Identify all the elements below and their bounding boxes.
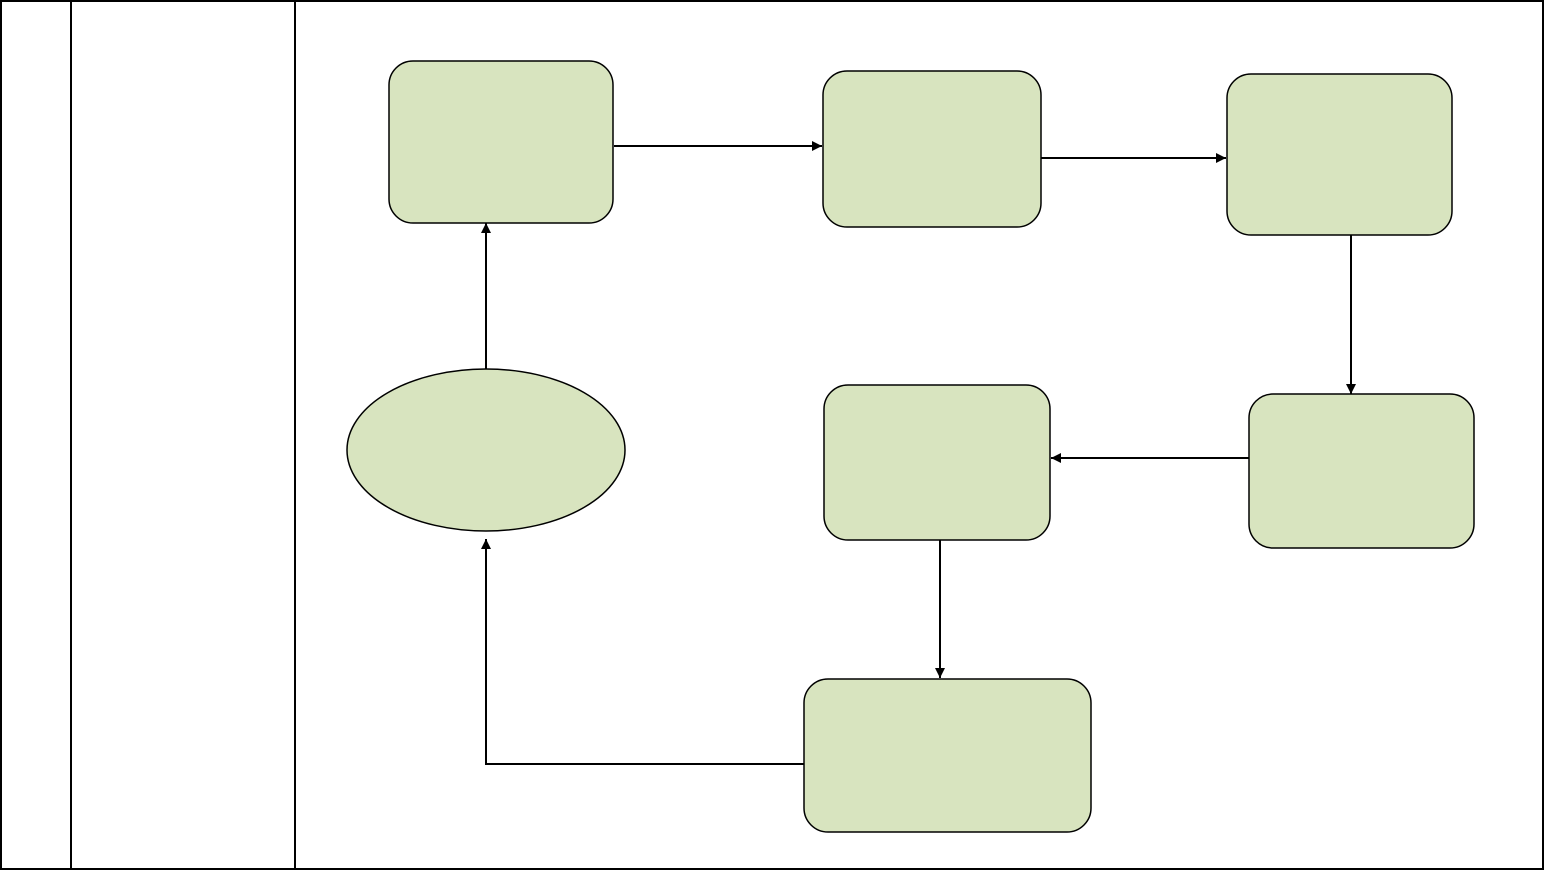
node-box-2 [822,70,1042,228]
node-box-1 [388,60,614,224]
node-box-6 [803,678,1092,833]
edge-box-6-to-ellipse-1 [481,539,804,765]
node-box-4 [1248,393,1475,549]
node-ellipse-1 [346,368,626,532]
edges [481,141,1356,765]
node-box-5 [823,384,1051,541]
nodes [346,60,1475,833]
node-box-3 [1226,73,1453,236]
